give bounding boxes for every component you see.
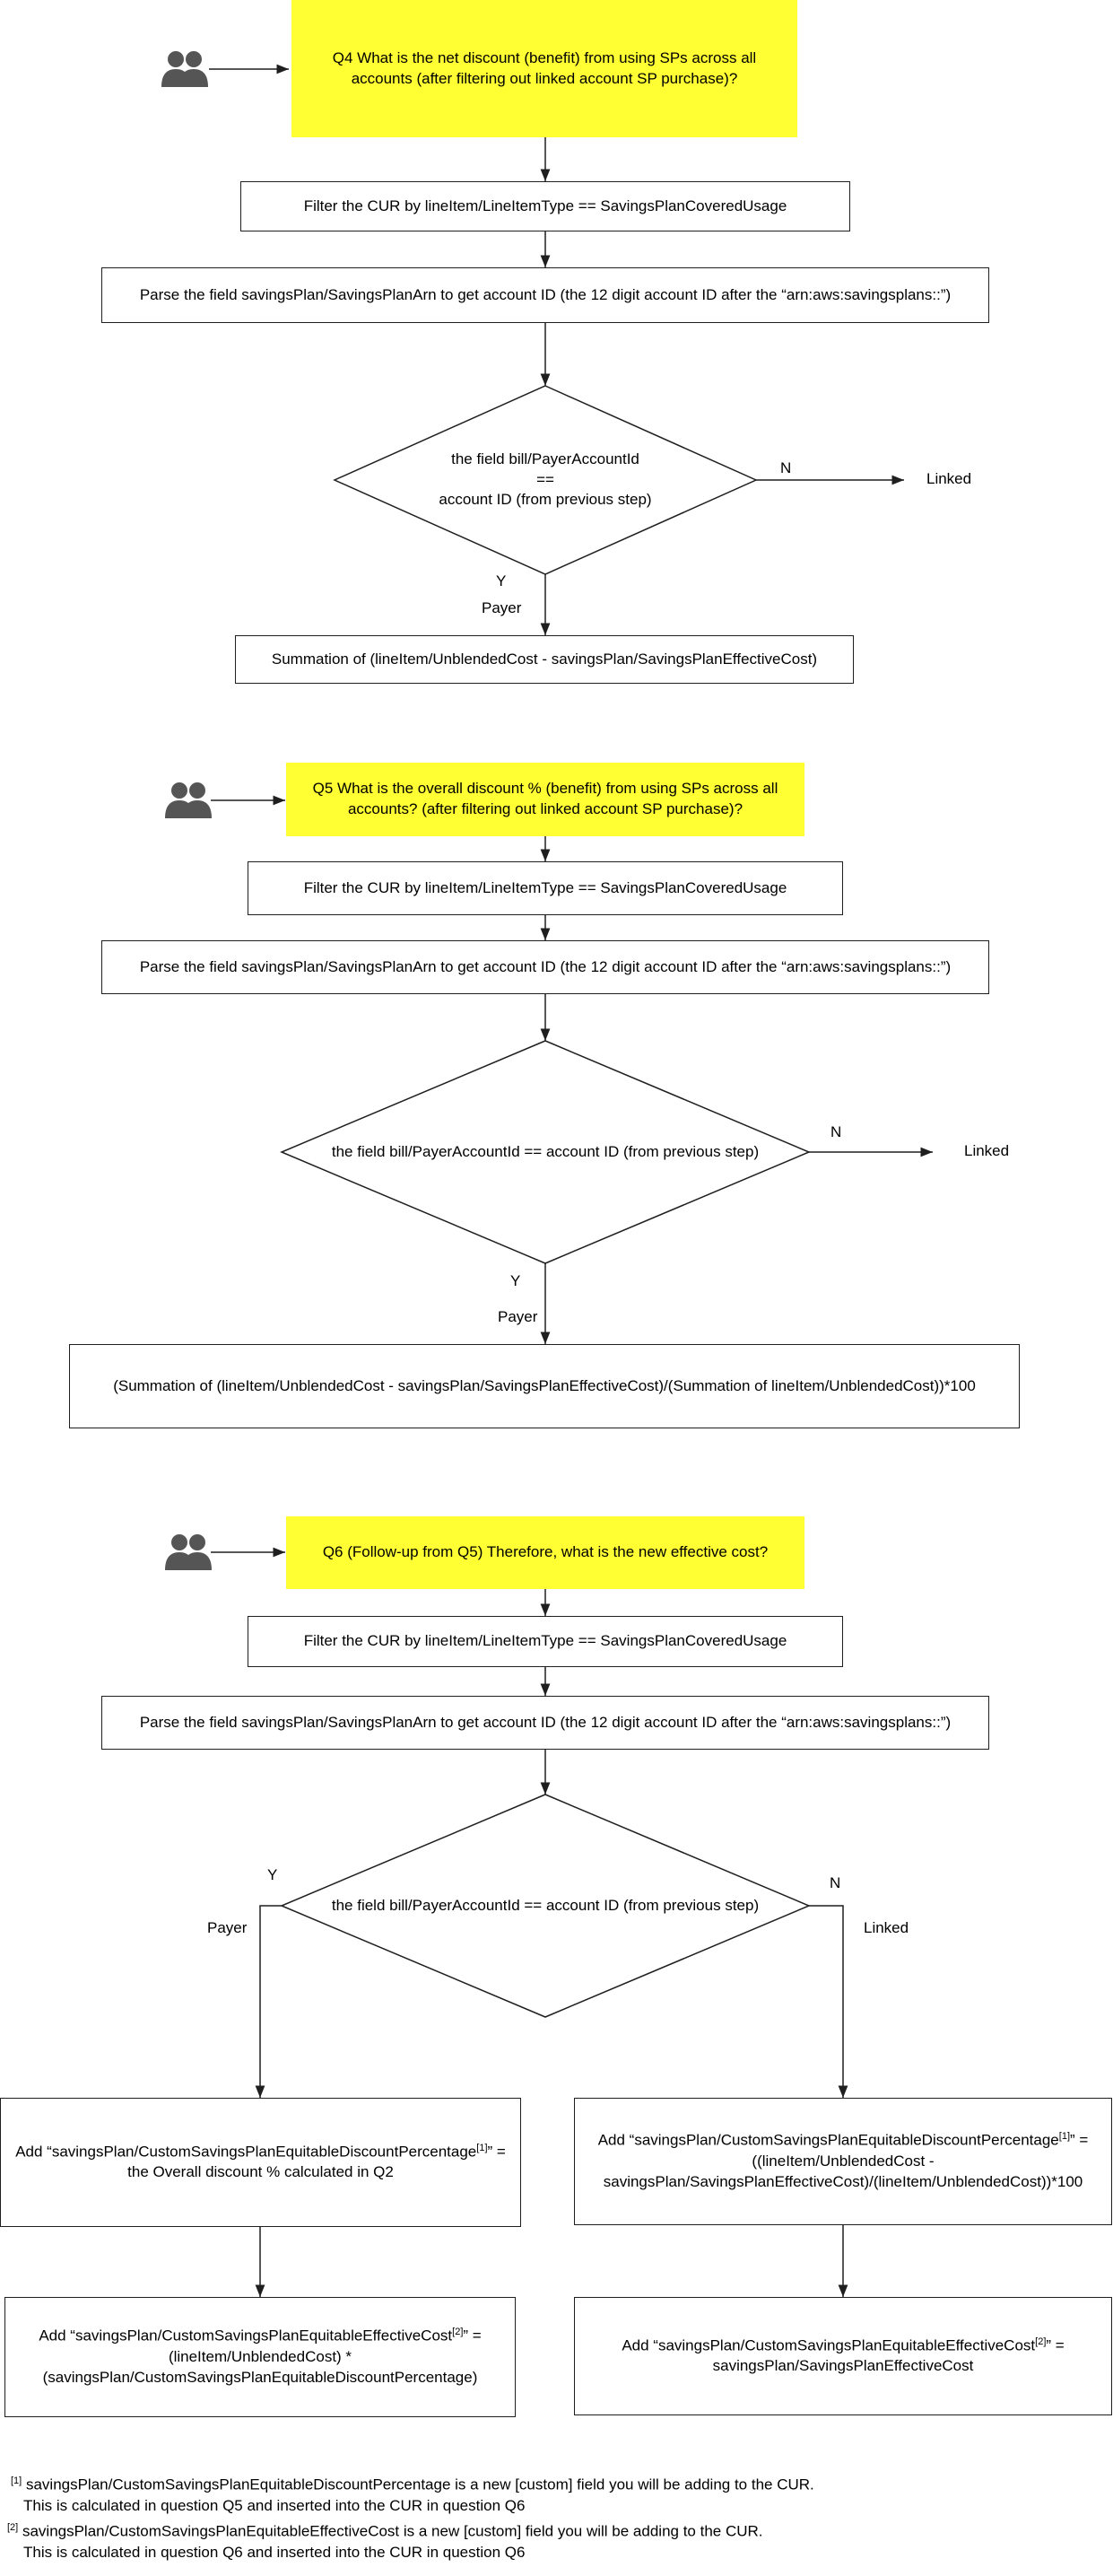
footnote-2-marker: [2] xyxy=(7,2522,19,2533)
q5-payer-label: Payer xyxy=(498,1308,538,1325)
q4-yes-label: Y xyxy=(496,572,507,589)
q6-filter-step: Filter the CUR by lineItem/LineItemType … xyxy=(248,1616,843,1667)
users-icon xyxy=(165,1534,212,1570)
footnote-ref-1: [1] xyxy=(1058,2131,1070,2143)
q6-payer-cost-text-a: Add “savingsPlan/CustomSavingsPlanEquita… xyxy=(39,2327,453,2345)
q6-linked-discount-step: Add “savingsPlan/CustomSavingsPlanEquita… xyxy=(574,2098,1112,2225)
q6-payer-cost-text-b: ” = (lineItem/UnblendedCost) * (savingsP… xyxy=(42,2327,482,2386)
q4-decision-line1: the field bill/PayerAccountId xyxy=(451,450,639,467)
q6-linked-effective-cost-step: Add “savingsPlan/CustomSavingsPlanEquita… xyxy=(574,2297,1112,2415)
q6-decision-text: the field bill/PayerAccountId == account… xyxy=(331,1896,760,1914)
users-icon xyxy=(165,782,212,818)
footnote-1-line1: savingsPlan/CustomSavingsPlanEquitableDi… xyxy=(22,2476,814,2493)
q5-filter-step: Filter the CUR by lineItem/LineItemType … xyxy=(248,861,843,915)
q4-filter-step: Filter the CUR by lineItem/LineItemType … xyxy=(240,181,850,231)
q5-result: (Summation of (lineItem/UnblendedCost - … xyxy=(69,1344,1020,1428)
users-icon xyxy=(161,51,208,87)
q5-yes-label: Y xyxy=(510,1272,521,1289)
footnote-ref-2: [2] xyxy=(1035,2336,1047,2347)
q4-decision-line3: account ID (from previous step) xyxy=(439,491,652,509)
q6-no-label: N xyxy=(830,1874,841,1891)
q4-linked-label: Linked xyxy=(926,470,972,487)
q6-question: Q6 (Follow-up from Q5) Therefore, what i… xyxy=(286,1516,804,1589)
q5-question: Q5 What is the overall discount % (benef… xyxy=(286,763,804,836)
q4-question: Q4 What is the net discount (benefit) fr… xyxy=(291,0,797,137)
footnote-2-line1: savingsPlan/CustomSavingsPlanEquitableEf… xyxy=(18,2522,763,2540)
footnote-1-line2: This is calculated in question Q5 and in… xyxy=(23,2496,526,2514)
q5-parse-step: Parse the field savingsPlan/SavingsPlanA… xyxy=(101,940,989,994)
q4-payer-label: Payer xyxy=(482,599,522,616)
q6-linked-label: Linked xyxy=(864,1919,909,1936)
footnote-2-line2: This is calculated in question Q6 and in… xyxy=(23,2543,526,2561)
q4-decision-line2: == xyxy=(536,470,554,488)
q4-result: Summation of (lineItem/UnblendedCost - s… xyxy=(235,635,854,684)
footnote-ref-2: [2] xyxy=(452,2327,464,2338)
q6-payer-label: Payer xyxy=(207,1919,248,1936)
q6-payer-discount-text-b: ” = the Overall discount % calculated in… xyxy=(127,2143,506,2181)
footnote-1-marker: [1] xyxy=(11,2476,22,2486)
q6-linked-cost-text-b: ” = savingsPlan/SavingsPlanEffectiveCost xyxy=(712,2336,1065,2375)
footnote-2: [2] savingsPlan/CustomSavingsPlanEquitab… xyxy=(7,2521,763,2563)
q6-linked-discount-text-b: ” = ((lineItem/UnblendedCost - savingsPl… xyxy=(603,2131,1089,2190)
q4-no-label: N xyxy=(780,459,792,476)
q6-parse-step: Parse the field savingsPlan/SavingsPlanA… xyxy=(101,1696,989,1750)
q6-linked-discount-text-a: Add “savingsPlan/CustomSavingsPlanEquita… xyxy=(597,2131,1059,2149)
q6-payer-discount-text-a: Add “savingsPlan/CustomSavingsPlanEquita… xyxy=(15,2143,477,2161)
q5-linked-label: Linked xyxy=(964,1142,1010,1159)
q6-yes-label: Y xyxy=(267,1866,278,1883)
q4-decision-text: the field bill/PayerAccountId == account… xyxy=(359,440,732,520)
footnote-ref-1: [1] xyxy=(476,2142,488,2153)
q5-no-label: N xyxy=(830,1123,842,1140)
q6-payer-effective-cost-step: Add “savingsPlan/CustomSavingsPlanEquita… xyxy=(4,2297,516,2417)
footnote-1: [1] savingsPlan/CustomSavingsPlanEquitab… xyxy=(11,2475,814,2517)
q6-linked-cost-text-a: Add “savingsPlan/CustomSavingsPlanEquita… xyxy=(622,2336,1036,2354)
q6-decision-diamond xyxy=(280,1794,811,2018)
q6-payer-discount-step: Add “savingsPlan/CustomSavingsPlanEquita… xyxy=(0,2098,521,2227)
q5-decision-text: the field bill/PayerAccountId == account… xyxy=(331,1142,760,1160)
q4-parse-step: Parse the field savingsPlan/SavingsPlanA… xyxy=(101,267,989,323)
